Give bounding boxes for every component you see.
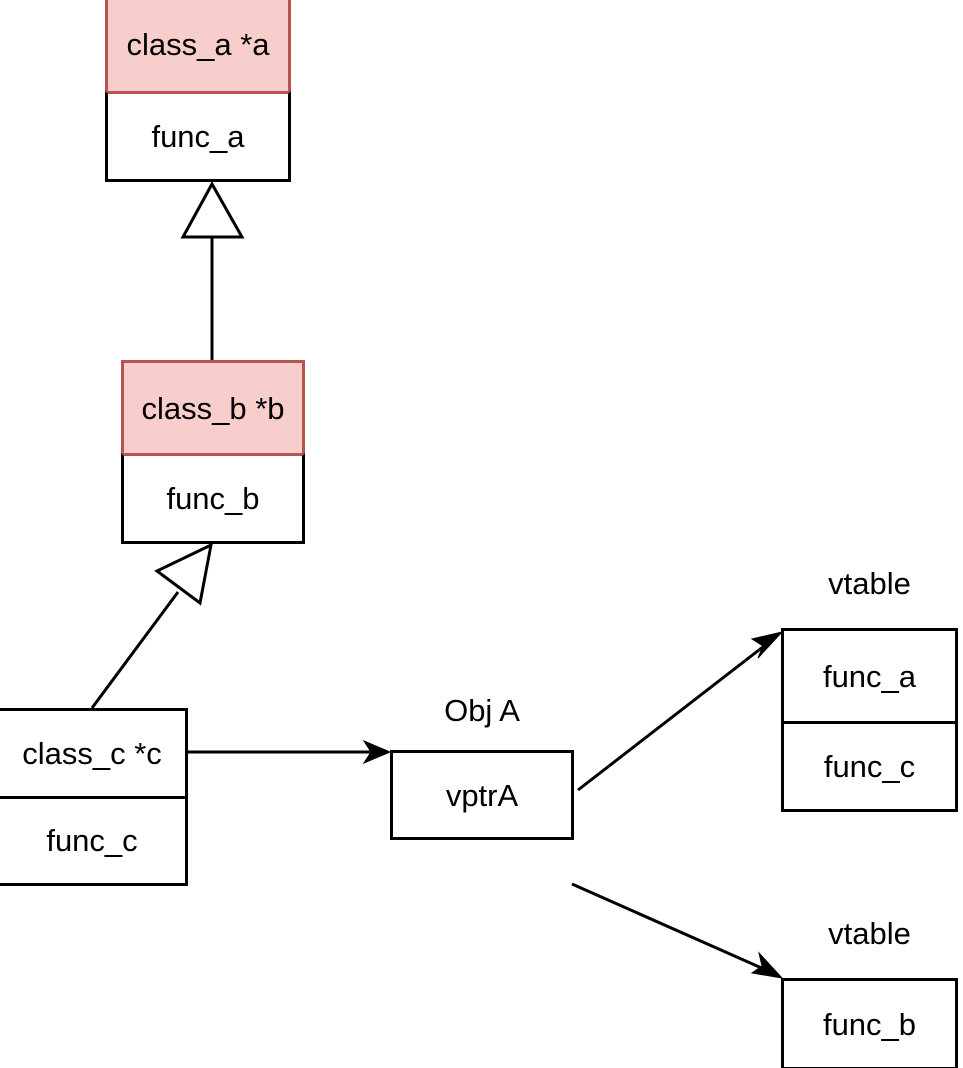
class-c-member-func-c: func_c xyxy=(0,795,185,884)
class-c-title: class_c *c xyxy=(22,735,162,771)
class-b-member-func-b: func_b xyxy=(121,453,305,544)
edge-obj-a-to-vtable-top xyxy=(577,641,769,792)
class-box-class-b[interactable]: class_b *b func_b xyxy=(121,360,305,544)
class-box-class-a[interactable]: class_a *a func_a xyxy=(105,0,291,182)
vtable-bottom-entry-func-b: func_b xyxy=(822,1006,917,1042)
class-a-title: class_a *a xyxy=(108,0,288,92)
object-box-obj-a[interactable]: vptrA xyxy=(390,750,574,840)
edge-obj-a-to-vtable-bottom xyxy=(571,882,767,972)
edge-class-c-to-class-b xyxy=(90,591,180,709)
generalization-arrowhead-a xyxy=(180,180,245,239)
vtable-box-top[interactable]: func_a func_c xyxy=(781,628,958,812)
class-box-class-c[interactable]: class_c *c func_c xyxy=(0,708,188,886)
obj-a-field-vptra: vptrA xyxy=(445,777,519,813)
pointer-arrowhead-vtable-top xyxy=(750,631,784,659)
pointer-arrowhead-obj-a xyxy=(362,739,392,765)
vtable-top-entry-func-a: func_a xyxy=(822,658,917,694)
vtable-top-label: vtable xyxy=(828,566,911,601)
class-b-title: class_b *b xyxy=(124,363,302,454)
vtable-box-bottom[interactable]: func_b xyxy=(781,978,958,1068)
generalization-arrowhead-b xyxy=(154,542,214,606)
class-a-member-func-a: func_a xyxy=(105,91,291,182)
pointer-arrowhead-vtable-bottom xyxy=(750,951,784,979)
obj-a-label: Obj A xyxy=(444,693,520,728)
vtable-top-entry-func-c: func_c xyxy=(784,721,955,809)
vtable-bottom-label: vtable xyxy=(828,916,911,951)
